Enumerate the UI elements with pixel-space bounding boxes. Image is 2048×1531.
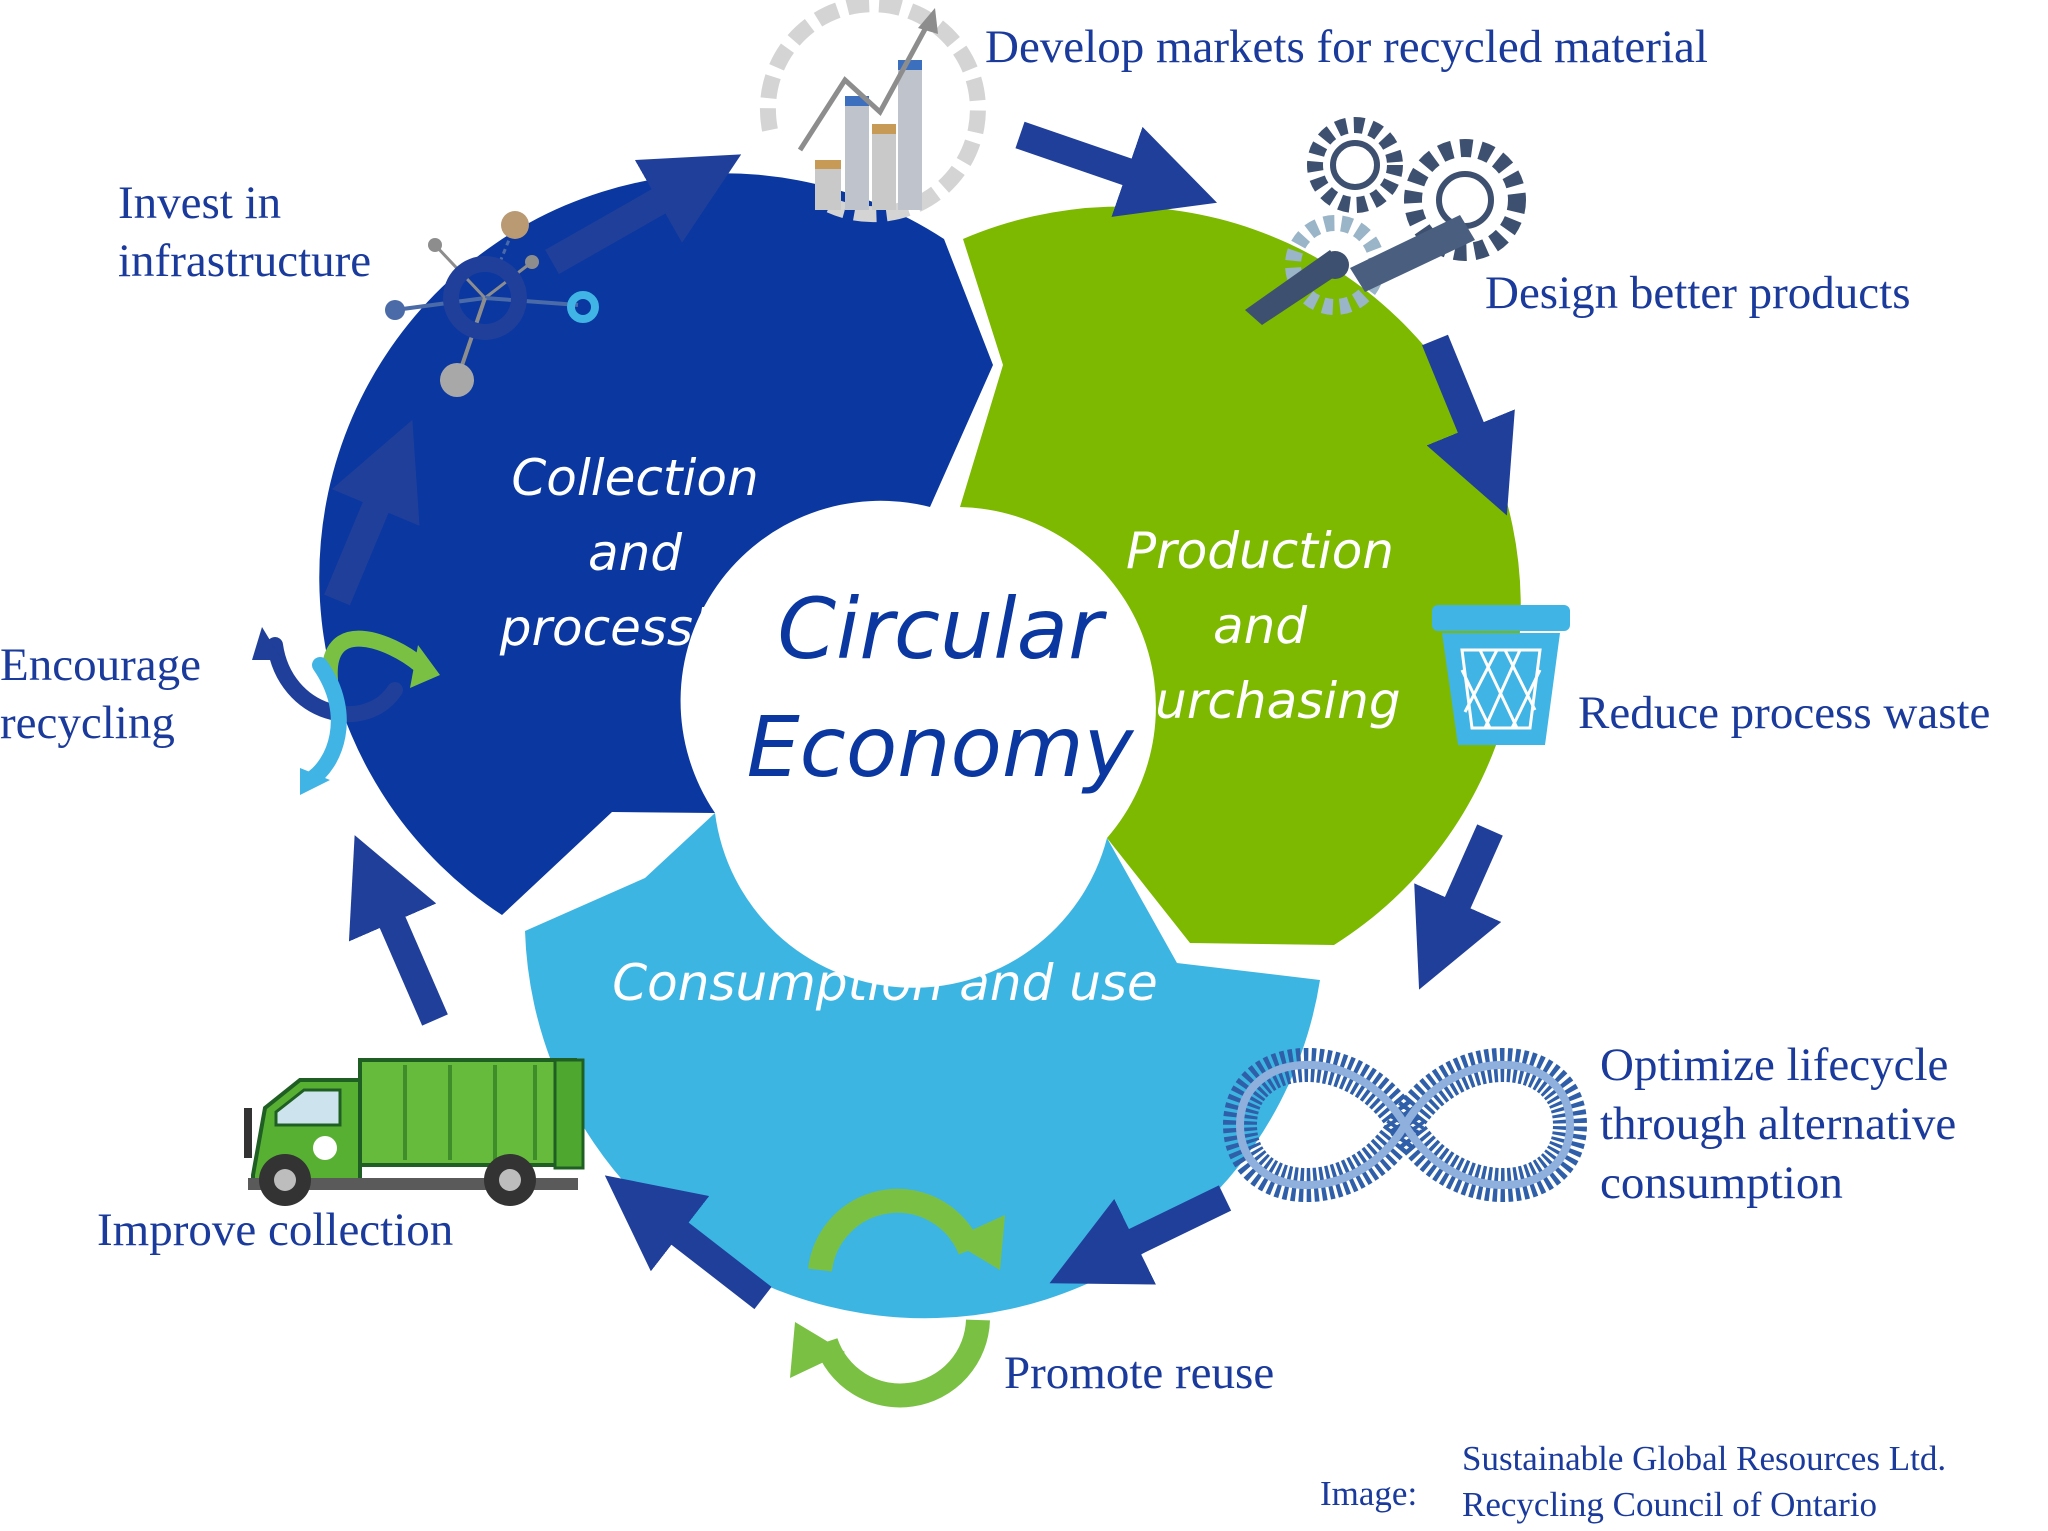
garbage-truck-icon [244,1058,585,1206]
waste-bin-icon [1432,605,1570,745]
arrow-invest-to-markets [545,154,742,275]
central-ring: Circular Economy Collection and processi… [319,173,1521,1319]
center-title-line1: Circular [777,580,1107,678]
label-encourage-line2: recycling [0,697,175,749]
arrow-collection-to-encourage [348,835,448,1026]
label-reduce-waste: Reduce process waste [1578,687,1990,739]
step-labels: Develop markets for recycled material De… [0,21,1990,1399]
label-optimize-line2: through alternative [1600,1098,1956,1150]
segment-collection-line2: and [588,524,682,582]
segment-production-line3: purchasing [1122,672,1400,730]
label-invest-line1: Invest in [118,177,281,229]
label-encourage-line1: Encourage [0,639,201,691]
arrow-design-to-reduce [1422,334,1515,516]
credit-prefix: Image: [1320,1474,1417,1513]
label-promote-reuse: Promote reuse [1004,1347,1274,1399]
arrow-reduce-to-optimize [1414,824,1503,990]
label-design-products: Design better products [1485,267,1911,319]
label-optimize-line1: Optimize lifecycle [1600,1039,1948,1091]
gears-wrench-icon [1245,117,1526,325]
label-invest-line2: infrastructure [118,235,371,287]
arrow-encourage-to-invest [324,419,420,606]
segment-production-line1: Production [1126,522,1394,580]
bar-chart-growth-icon [759,0,986,223]
segment-collection-line1: Collection [511,449,758,507]
label-improve-collection: Improve collection [97,1204,453,1256]
cycle-arrows [324,121,1515,1310]
center-title-line2: Economy [747,698,1135,796]
arrow-markets-to-design [1015,121,1218,217]
recycling-arrows-icon [252,627,440,795]
infinity-icon [1222,1048,1588,1202]
arrow-reuse-to-collection [604,1175,772,1310]
image-credit: Image: Sustainable Global Resources Ltd.… [1320,1439,1946,1524]
segment-collection-and-processing [319,173,994,916]
reuse-circle-icon [790,1188,1005,1408]
segment-production-and-purchasing [960,206,1521,945]
network-hub-icon [385,211,599,397]
segment-collection-line3: processing [499,599,771,657]
arrow-optimize-to-reuse [1049,1185,1232,1285]
segment-consumption-label: Consumption and use [612,954,1158,1012]
segment-production-line2: and [1213,597,1307,655]
segment-consumption-and-use [525,813,1320,1319]
credit-line2: Recycling Council of Ontario [1462,1485,1877,1524]
credit-line1: Sustainable Global Resources Ltd. [1462,1439,1946,1478]
label-develop-markets: Develop markets for recycled material [985,21,1708,73]
center-circle [735,508,1125,898]
label-optimize-line3: consumption [1600,1157,1843,1209]
